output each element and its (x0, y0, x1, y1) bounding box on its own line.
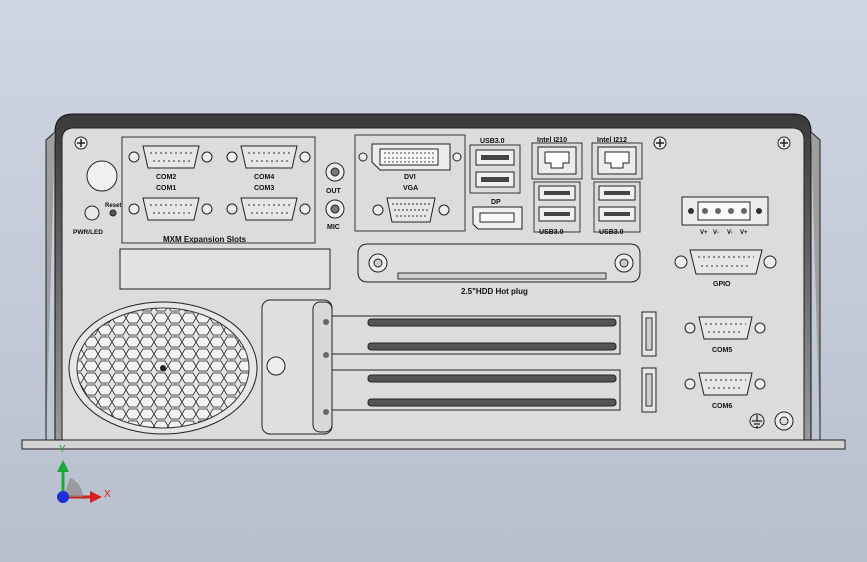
audio-out-label: OUT (326, 188, 342, 195)
axis-x-label: X (104, 489, 111, 500)
intel-i210-label: Intel I210 (537, 137, 567, 144)
pwr-led-label: PWR/LED (73, 229, 103, 236)
com3-label: COM3 (254, 185, 274, 192)
audio-out-jack[interactable] (325, 162, 345, 182)
com4-label: COM4 (254, 174, 274, 181)
gpio-port[interactable] (674, 249, 777, 275)
com-group-frame (121, 136, 316, 244)
usb-left-frame (533, 181, 581, 233)
com5-port[interactable] (684, 316, 766, 340)
power-button[interactable] (86, 160, 118, 192)
usb30-right-port-2[interactable] (598, 206, 636, 222)
gpio-label: GPIO (713, 281, 731, 288)
power-terminal[interactable] (681, 196, 769, 226)
slot-bracket-1 (641, 311, 657, 357)
mxm-slot-cover (119, 248, 331, 290)
usb-right-frame (593, 181, 641, 233)
usb30-left-port-2[interactable] (538, 206, 576, 222)
displayport[interactable] (472, 206, 523, 230)
com4-port[interactable] (226, 145, 311, 169)
usb30-top-label: USB3.0 (480, 138, 505, 145)
axis-y-label: Y (59, 444, 66, 455)
pcie-slot-3[interactable] (367, 374, 617, 383)
power-pin-3: V- (727, 230, 733, 236)
power-pin-4: V+ (740, 230, 748, 236)
usb30-left-label: USB3.0 (539, 229, 564, 236)
dvi-port[interactable] (358, 143, 462, 171)
slot-bracket-2 (641, 367, 657, 413)
ground-icon (749, 413, 765, 429)
hdd-label: 2.5"HDD Hot plug (461, 287, 528, 296)
lan-i212-frame (591, 142, 643, 180)
vga-port[interactable] (372, 197, 450, 223)
com1-port[interactable] (128, 197, 213, 221)
com3-port[interactable] (226, 197, 311, 221)
com6-port[interactable] (684, 372, 766, 396)
screw-top-mid (653, 136, 667, 150)
pwr-led (84, 205, 100, 221)
com2-label: COM2 (156, 174, 176, 181)
fan-vent (68, 301, 258, 435)
reset-label: Reset (105, 203, 121, 209)
power-pin-2: V- (713, 230, 719, 236)
dp-label: DP (491, 199, 501, 206)
reset-button[interactable] (109, 209, 117, 217)
mic-jack[interactable] (325, 199, 345, 219)
usb30-top-port-2[interactable] (475, 171, 515, 188)
usb30-top-port-1[interactable] (475, 149, 515, 166)
usb-top-frame (469, 144, 521, 194)
coordinate-triad (57, 460, 102, 503)
vga-label: VGA (403, 185, 418, 192)
dvi-label: DVI (404, 174, 416, 181)
video-group-frame (354, 134, 466, 232)
com1-label: COM1 (156, 185, 176, 192)
lan-port-i210[interactable] (537, 146, 577, 175)
mic-label: MIC (327, 224, 340, 231)
pcie-slot-2[interactable] (367, 342, 617, 351)
com6-label: COM6 (712, 403, 732, 410)
intel-i212-label: Intel I212 (597, 137, 627, 144)
expansion-slot-area (261, 299, 621, 435)
com2-port[interactable] (128, 145, 213, 169)
screw-top-right (777, 136, 791, 150)
lan-i210-frame (531, 142, 583, 180)
usb30-right-port-1[interactable] (598, 185, 636, 201)
pcie-slot-1[interactable] (367, 318, 617, 327)
screw-top-left (74, 136, 88, 150)
usb30-right-label: USB3.0 (599, 229, 624, 236)
hdd-bay[interactable] (357, 243, 641, 283)
com5-label: COM5 (712, 347, 732, 354)
power-pin-1: V+ (700, 230, 708, 236)
pcie-slot-4[interactable] (367, 398, 617, 407)
ground-screw (774, 411, 794, 431)
mxm-label: MXM Expansion Slots (163, 235, 247, 244)
lan-port-i212[interactable] (597, 146, 637, 175)
usb30-left-port-1[interactable] (538, 185, 576, 201)
